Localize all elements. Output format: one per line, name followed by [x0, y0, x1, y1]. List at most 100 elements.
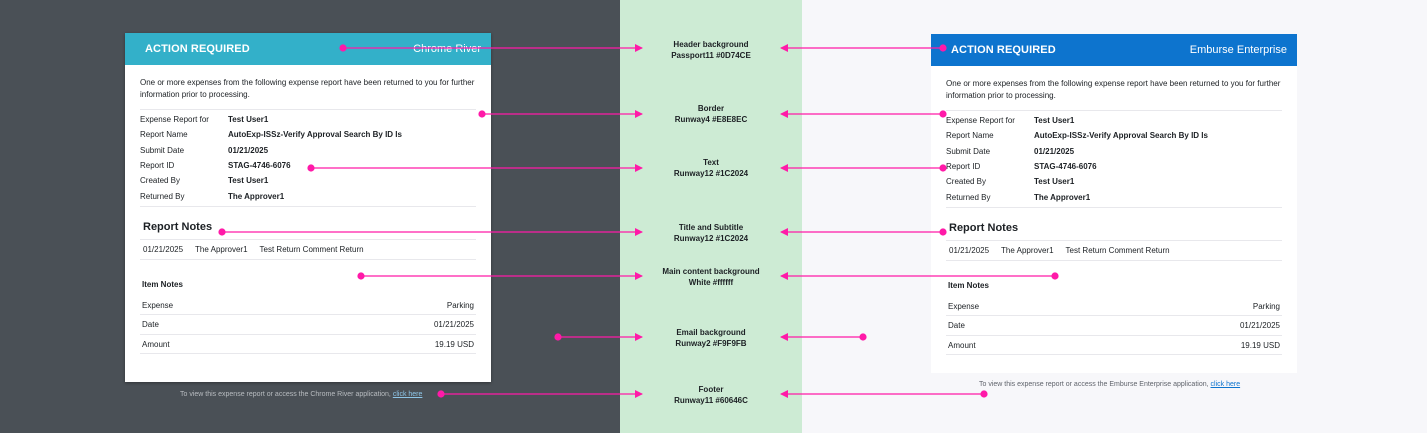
field-row: Returned By The Approver1 [946, 189, 1282, 204]
field-row: Created By Test User1 [946, 174, 1282, 189]
field-value: AutoExp-ISSz-Verify Approval Search By I… [228, 130, 402, 140]
annotation-title: Header background [673, 40, 749, 49]
item-row: Expense Parking [946, 297, 1282, 317]
field-label: Submit Date [140, 145, 185, 155]
note-author: The Approver1 [1001, 245, 1054, 255]
field-label: Report ID [946, 162, 981, 172]
note-text: Test Return Comment Return [1065, 245, 1170, 255]
report-note-row: 01/21/2025 The Approver1 Test Return Com… [140, 238, 476, 260]
item-row: Amount 19.19 USD [140, 335, 476, 355]
connector-dot [1051, 272, 1059, 280]
brand-name: Chrome River [413, 43, 481, 55]
annotation-title: Border [697, 104, 725, 113]
annotation-value: Runway2 #F9F9FB [675, 339, 747, 348]
connector-dot [939, 228, 947, 236]
annotation-border: Border Runway4 #E8E8EC [620, 103, 802, 125]
divider [946, 206, 1282, 208]
report-notes-title: Report Notes [143, 220, 213, 233]
chrome-river-footer: To view this expense report or access th… [180, 391, 422, 398]
field-value: Test User1 [1034, 116, 1075, 126]
footer-click-here-link[interactable]: click here [392, 391, 423, 398]
annotation-title: Email background [676, 328, 746, 337]
connector-dot [478, 110, 486, 118]
field-row: Created By Test User1 [140, 173, 476, 188]
annotation-title: Main content background [662, 267, 760, 276]
field-value: 01/21/2025 [228, 145, 269, 155]
annotation-value: Runway11 #60646C [674, 396, 748, 405]
annotation-main-content-background: Main content background White #ffffff [620, 266, 802, 288]
field-value: The Approver1 [1034, 192, 1091, 202]
field-label: Created By [140, 176, 181, 186]
field-label: Returned By [946, 192, 991, 202]
field-value: Test User1 [228, 176, 269, 186]
item-value: 19.19 USD [1240, 340, 1280, 350]
field-value: The Approver1 [228, 191, 285, 201]
connector-dot [437, 390, 445, 398]
annotation-title: Text [703, 158, 719, 167]
item-value: Parking [1252, 301, 1280, 311]
emburse-email-card: ACTION REQUIRED Emburse Enterprise One o… [931, 34, 1297, 373]
footer-text: To view this expense report or access th… [180, 391, 391, 398]
connector-dot [980, 390, 988, 398]
connector-dot [357, 272, 365, 280]
connector-dot [218, 228, 226, 236]
item-label: Amount [142, 339, 170, 349]
annotation-title-subtitle: Title and Subtitle Runway12 #1C2024 [620, 222, 802, 244]
connector-dot [307, 164, 315, 172]
connector-dot [939, 44, 947, 52]
field-label: Report Name [140, 130, 188, 140]
annotation-value: Runway12 #1C2024 [673, 169, 749, 178]
connector-dot [339, 44, 347, 52]
item-value: 19.19 USD [434, 339, 474, 349]
field-label: Report ID [140, 161, 175, 171]
annotation-value: Passport11 #0D74CE [671, 51, 751, 60]
annotation-column [620, 0, 802, 433]
email-header: ACTION REQUIRED Emburse Enterprise [931, 34, 1297, 66]
field-value: STAG-4746-6076 [1034, 162, 1097, 172]
intro-text: One or more expenses from the following … [140, 78, 475, 99]
annotation-value: Runway12 #1C2024 [673, 234, 749, 243]
report-note-row: 01/21/2025 The Approver1 Test Return Com… [946, 239, 1282, 261]
emburse-footer: To view this expense report or access th… [979, 381, 1240, 388]
field-label: Expense Report for [946, 116, 1015, 126]
field-row: Expense Report for Test User1 [946, 113, 1282, 128]
item-label: Date [142, 320, 159, 330]
field-row: Submit Date 01/21/2025 [946, 144, 1282, 159]
field-row: Report Name AutoExp-ISSz-Verify Approval … [140, 127, 476, 142]
item-notes-title: Item Notes [948, 280, 989, 290]
item-row: Date 01/21/2025 [140, 315, 476, 335]
item-value: 01/21/2025 [1239, 321, 1280, 331]
intro-text: One or more expenses from the following … [946, 79, 1281, 100]
field-row: Expense Report for Test User1 [140, 112, 476, 127]
field-row: Report ID STAG-4746-6076 [946, 159, 1282, 174]
item-label: Expense [142, 300, 174, 310]
note-date: 01/21/2025 [143, 244, 184, 254]
item-value: 01/21/2025 [433, 320, 474, 330]
item-value: Parking [446, 300, 474, 310]
field-label: Created By [946, 177, 987, 187]
field-label: Expense Report for [140, 115, 209, 125]
annotation-value: White #ffffff [688, 278, 734, 287]
field-value: Test User1 [1034, 177, 1075, 187]
footer-text: To view this expense report or access th… [979, 381, 1209, 388]
footer-click-here-link[interactable]: click here [1210, 381, 1241, 388]
header-title: ACTION REQUIRED [145, 43, 250, 55]
note-author: The Approver1 [195, 244, 248, 254]
connector-dot [939, 110, 947, 118]
field-label: Returned By [140, 191, 185, 201]
connector-dot [859, 333, 867, 341]
divider [140, 205, 476, 207]
field-value: 01/21/2025 [1034, 146, 1075, 156]
field-label: Submit Date [946, 146, 991, 156]
field-value: Test User1 [228, 115, 269, 125]
item-label: Amount [948, 340, 976, 350]
report-notes-title: Report Notes [949, 221, 1019, 234]
item-label: Expense [948, 301, 980, 311]
